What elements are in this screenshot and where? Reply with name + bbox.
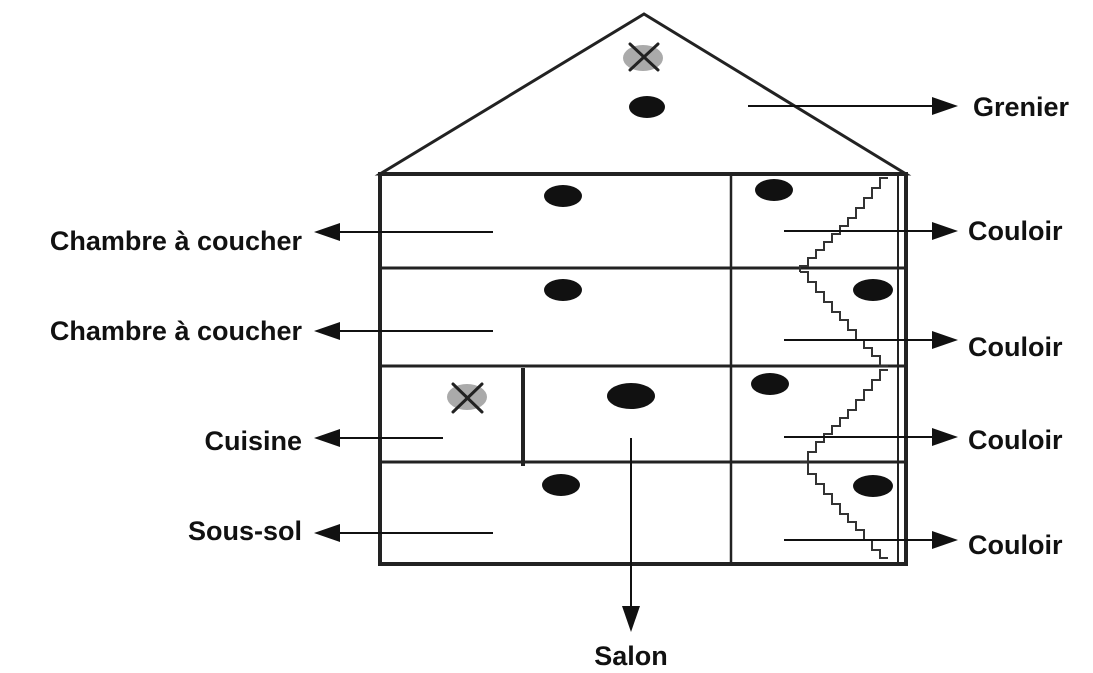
detector-hallway-4-icon: [853, 475, 893, 497]
arrow-hallway-2: [784, 331, 958, 349]
stairs-flight-3: [800, 369, 888, 463]
detector-hallway-3-icon: [751, 373, 789, 395]
arrow-kitchen: [314, 429, 443, 447]
label-kitchen: Cuisine: [204, 426, 302, 456]
stairs-flight-2: [800, 271, 888, 367]
detector-attic-icon: [629, 96, 665, 118]
house-outline: [378, 172, 908, 566]
detector-hallway-1-icon: [755, 179, 793, 201]
detector-bedroom-upper-icon: [544, 185, 582, 207]
label-basement: Sous-sol: [188, 516, 302, 546]
detector-hallway-2-icon: [853, 279, 893, 301]
label-hallway-2: Couloir: [968, 332, 1063, 362]
label-hallway-3: Couloir: [968, 425, 1063, 455]
detector-bedroom-lower-icon: [544, 279, 582, 301]
detector-basement-icon: [542, 474, 580, 496]
label-bedroom-lower: Chambre à coucher: [50, 316, 303, 346]
label-hallway-4: Couloir: [968, 530, 1063, 560]
arrow-hallway-3: [784, 428, 958, 446]
label-attic: Grenier: [973, 92, 1070, 122]
arrow-basement: [314, 524, 493, 542]
label-bedroom-upper: Chambre à coucher: [50, 226, 303, 256]
arrow-bedroom-lower: [314, 322, 493, 340]
x-mark-attic-icon: [623, 42, 663, 72]
x-mark-kitchen-icon: [447, 382, 487, 414]
label-hallway-1: Couloir: [968, 216, 1063, 246]
detector-living-room-icon: [607, 383, 655, 409]
stairs-flight-1: [799, 177, 888, 272]
roof-attic: [374, 12, 912, 176]
label-living-room: Salon: [594, 641, 668, 671]
arrow-attic: [748, 97, 958, 115]
arrow-hallway-4: [784, 531, 958, 549]
arrow-hallway-1: [784, 222, 958, 240]
arrow-living-room: [622, 438, 640, 632]
stairs-flight-4: [800, 461, 888, 559]
arrow-bedroom-upper: [314, 223, 493, 241]
